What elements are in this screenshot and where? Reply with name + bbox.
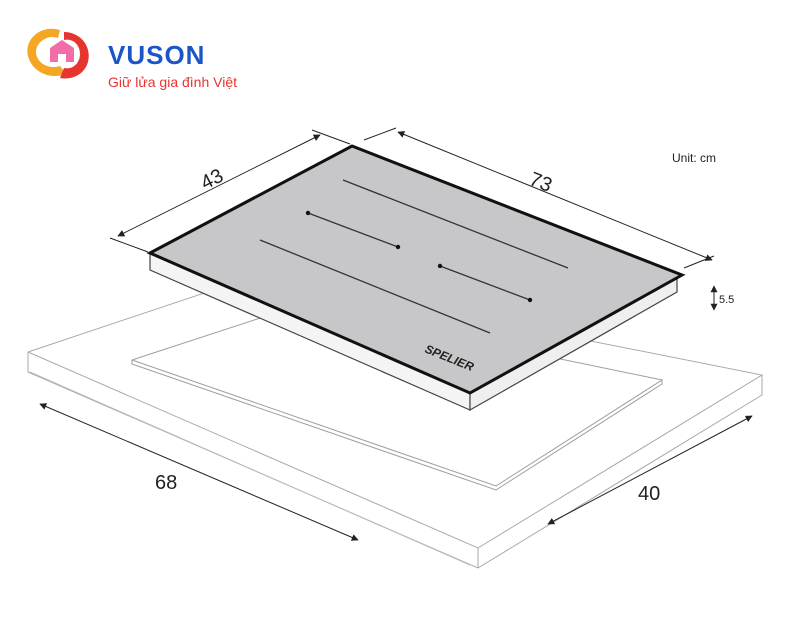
dimension-cutout-width — [39, 403, 359, 541]
dimension-cutout-depth — [547, 415, 753, 525]
dimension-label-73: 73 — [526, 168, 555, 197]
vuson-logo-icon — [27, 28, 89, 79]
cutout-outline — [131, 304, 664, 491]
dimension-label-43: 43 — [197, 165, 227, 195]
dimension-hob-width — [363, 127, 715, 269]
dimension-hob-depth — [109, 129, 351, 253]
brand-name: VUSON — [108, 40, 206, 70]
hob-body-side — [149, 252, 678, 412]
hob-glass-top — [146, 144, 686, 395]
brand-header: VUSON Giữ lửa gia đình Việt — [14, 16, 314, 90]
unit-label: Unit: cm — [672, 151, 716, 165]
dimension-label-5-5: 5.5 — [719, 294, 734, 306]
dimension-label-68: 68 — [155, 472, 177, 494]
dimension-label-40: 40 — [638, 483, 660, 505]
brand-tagline: Giữ lửa gia đình Việt — [108, 74, 238, 90]
